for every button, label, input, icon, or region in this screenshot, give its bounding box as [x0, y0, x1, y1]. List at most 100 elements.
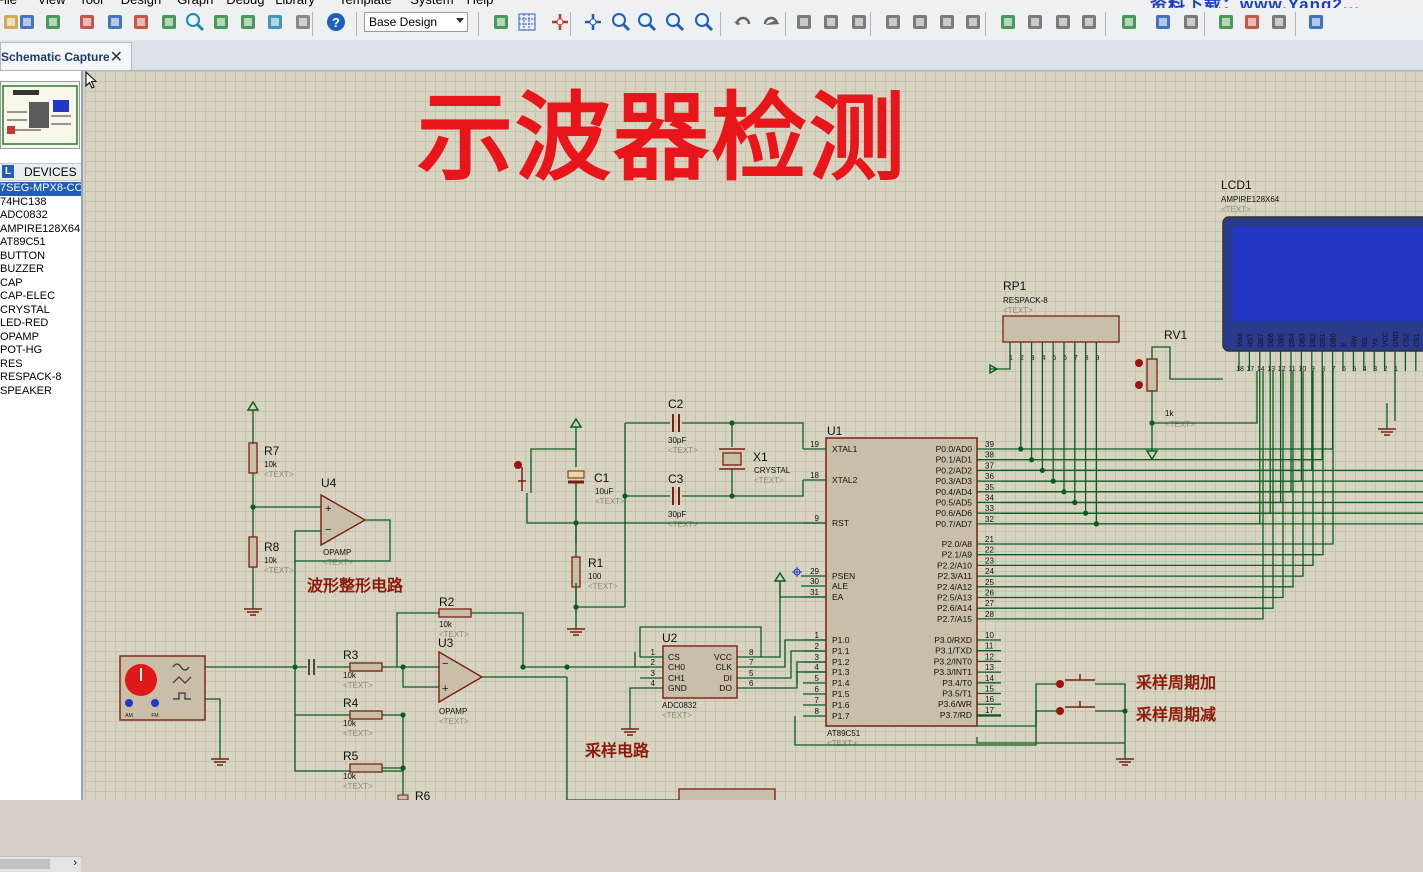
- undo-icon[interactable]: [732, 11, 754, 33]
- opamp-plus-sign: +: [442, 683, 448, 695]
- menu-item-tool[interactable]: Tool: [79, 0, 103, 7]
- device-item[interactable]: LED-RED: [0, 317, 49, 329]
- zoom-all-icon[interactable]: [664, 11, 686, 33]
- u1-pin-number: 23: [985, 556, 994, 565]
- home-icon[interactable]: [76, 11, 98, 33]
- menu-item-system[interactable]: System: [410, 0, 453, 7]
- decompose-icon[interactable]: [1078, 11, 1100, 33]
- refresh-icon[interactable]: [490, 11, 512, 33]
- device-item[interactable]: CAP-ELEC: [0, 290, 56, 302]
- device-item[interactable]: 7SEG-MPX8-CC-BLUE: [0, 182, 81, 196]
- u1-pin-name: P0.5/AD5: [936, 498, 973, 508]
- netlist-icon[interactable]: [264, 11, 286, 33]
- design-combo[interactable]: Base Design: [364, 12, 468, 32]
- search-tag-icon[interactable]: [1152, 11, 1174, 33]
- library-button[interactable]: L: [2, 165, 14, 178]
- scrollbar-thumb[interactable]: [0, 859, 50, 869]
- bom-icon[interactable]: [210, 11, 232, 33]
- wire: [396, 612, 524, 667]
- help-icon[interactable]: ?: [325, 11, 347, 33]
- u4-text: <TEXT>: [323, 558, 353, 567]
- property-tool-icon[interactable]: [1180, 11, 1202, 33]
- new-sheet-icon[interactable]: [1215, 11, 1237, 33]
- play-back-icon[interactable]: [158, 11, 180, 33]
- junction-dot: [1149, 420, 1155, 426]
- zoom-search-icon[interactable]: [184, 11, 206, 33]
- u2-pin-number: 2: [651, 658, 656, 667]
- ground-symbol: [567, 628, 585, 636]
- make-device-icon[interactable]: [1024, 11, 1046, 33]
- device-item[interactable]: OPAMP: [0, 330, 39, 343]
- r4-value: 10k: [343, 719, 357, 728]
- menu-item-design[interactable]: Design: [121, 0, 161, 7]
- tab-schematic-capture[interactable]: Schematic Capture ✕: [0, 42, 132, 70]
- menu-item-view[interactable]: View: [38, 0, 66, 7]
- paste-icon[interactable]: [848, 11, 870, 33]
- device-item[interactable]: CRYSTAL: [0, 303, 50, 316]
- device-item[interactable]: AMPIRE128X64: [0, 222, 81, 235]
- import-icon[interactable]: [42, 11, 64, 33]
- horizontal-scrollbar[interactable]: ›: [0, 856, 81, 872]
- zoom-in-icon[interactable]: [610, 11, 632, 33]
- pick-device-icon[interactable]: [997, 11, 1019, 33]
- device-item[interactable]: RESPACK-8: [0, 371, 62, 383]
- device-item[interactable]: BUZZER: [0, 263, 44, 275]
- u1-pin-name: P3.7/RD: [940, 710, 972, 720]
- block-rotate-icon[interactable]: [936, 11, 958, 33]
- save-icon[interactable]: [16, 11, 38, 33]
- origin-icon[interactable]: [549, 11, 571, 33]
- close-icon[interactable]: ✕: [109, 49, 123, 66]
- u3-value: OPAMP: [439, 707, 467, 716]
- device-item[interactable]: CAP: [0, 276, 23, 289]
- grid-icon[interactable]: [516, 11, 538, 33]
- zoom-area-icon[interactable]: [693, 11, 715, 33]
- copy-icon[interactable]: [820, 11, 842, 33]
- r8-value: 10k: [264, 556, 278, 565]
- menu-item-library[interactable]: Library: [275, 0, 315, 7]
- wire: [482, 676, 685, 800]
- menu-item-graph[interactable]: Graph: [177, 0, 213, 7]
- ground-symbol: [1116, 758, 1134, 766]
- new-file-icon[interactable]: [0, 11, 22, 33]
- block-delete-icon[interactable]: [962, 11, 984, 33]
- exit-sheet-icon[interactable]: [1268, 11, 1290, 33]
- chip-icon[interactable]: [130, 11, 152, 33]
- u2-pin-number: 6: [749, 679, 754, 688]
- u1-pin-number: 27: [985, 599, 994, 608]
- delete-sheet-icon[interactable]: [1241, 11, 1263, 33]
- device-item[interactable]: ADC0832: [0, 209, 48, 221]
- r6-ref: R6: [415, 789, 431, 800]
- cut-icon[interactable]: [793, 11, 815, 33]
- device-item[interactable]: RES: [0, 357, 23, 370]
- menu-item-template[interactable]: Template: [339, 0, 392, 7]
- dollar-icon[interactable]: [237, 11, 259, 33]
- menu-bar: File View Tool Design Graph Debug Library Templ…: [0, 0, 1423, 8]
- r4-ref: R4: [343, 696, 359, 710]
- menu-item-debug[interactable]: Debug: [226, 0, 264, 7]
- block-move-icon[interactable]: [909, 11, 931, 33]
- component-icon[interactable]: [104, 11, 126, 33]
- zoom-out-icon[interactable]: [636, 11, 658, 33]
- menu-item-file[interactable]: File: [0, 0, 17, 7]
- packaging-icon[interactable]: [1052, 11, 1074, 33]
- capacitor-c3: [672, 487, 680, 505]
- pan-icon[interactable]: [582, 11, 604, 33]
- device-item[interactable]: POT-HG: [0, 344, 43, 356]
- device-item[interactable]: AT89C51: [0, 236, 46, 248]
- menu-item-help[interactable]: Help: [467, 0, 494, 7]
- u1-pin-number: 36: [985, 472, 994, 481]
- block-copy-icon[interactable]: [882, 11, 904, 33]
- overview-preview[interactable]: [0, 81, 80, 149]
- device-item[interactable]: BUTTON: [0, 249, 46, 262]
- device-item[interactable]: SPEAKER: [0, 384, 52, 397]
- wire-autoroute-icon[interactable]: [1118, 11, 1140, 33]
- junction-dot: [729, 493, 735, 499]
- u1-pin-number: 9: [815, 514, 820, 523]
- lcd-pin-name: DB0: [1331, 333, 1338, 347]
- scroll-right-icon[interactable]: ›: [73, 857, 77, 869]
- device-item[interactable]: 74HC138: [0, 195, 47, 208]
- document-icon[interactable]: [292, 11, 314, 33]
- edit-icon[interactable]: [1305, 11, 1327, 33]
- redo-icon[interactable]: [760, 11, 782, 33]
